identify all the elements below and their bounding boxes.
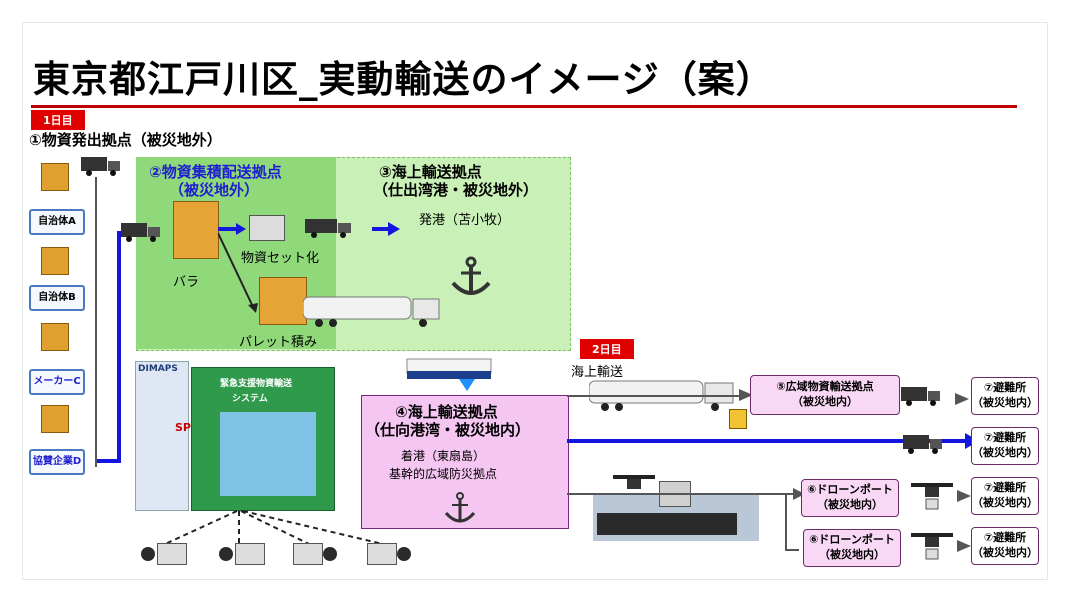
arrow-icon [739,389,753,401]
connector-line [785,493,787,551]
flow-line [97,459,119,463]
dimaps-logo: DIMAPS [138,364,178,374]
truck-icon [305,219,351,238]
shelter-box: ⑦避難所 （被災地内） [971,527,1039,565]
shelter-box: ⑦避難所 （被災地内） [971,477,1039,515]
slide: 東京都江戸川区_実動輸送のイメージ（案） 1日目 ①物資発出拠点（被災地外） ②… [22,22,1048,580]
day1-badge: 1日目 [31,110,85,130]
trailer-truck-icon [589,380,734,411]
flow-arrows [218,222,400,313]
drone-icon [911,533,953,560]
user-computer-icon [219,541,267,573]
hub5-title: ⑤広域物資輸送拠点 [776,380,874,393]
cardboard-box-icon [41,247,69,275]
droneport-subtitle: （被災地内） [819,548,885,561]
shelter-subtitle: （被災地内） [972,496,1038,509]
droneport-title: ⑥ドローンポート [807,483,893,496]
droneport-subtitle: （被災地内） [817,498,883,511]
source-B: 自治体B [29,285,85,311]
trailer-truck-icon [303,296,440,327]
shelter-subtitle: （被災地内） [972,396,1038,409]
boxes-stack-icon [173,201,219,259]
shelter-title: ⑦避難所 [983,381,1027,394]
hub3-title: ③海上輸送拠点 [379,163,482,181]
source-A: 自治体A [29,209,85,235]
system-title: 緊急支援物資輸送 [220,379,293,389]
pallet-label: パレット積み [239,335,318,350]
system-panel: 緊急支援物資輸送 システム [191,367,335,511]
user-computer-icon [293,541,341,573]
down-arrow-icon [459,379,475,391]
forklift-icon [729,409,747,429]
origin-heading: ①物資発出拠点（被災地外） [29,131,222,149]
hub5-box: ⑤広域物資輸送拠点 （被災地内） [750,375,900,415]
droneport-box: ⑥ドローンポート （被災地内） [803,529,901,567]
anchor-icon [451,256,491,295]
cardboard-box-icon [41,405,69,433]
arrow-icon [793,488,805,500]
hub4-box [361,395,569,529]
hub4-base: 基幹的広域防災拠点 [389,467,498,481]
hub4-port: 着港（東扇島） [401,449,486,463]
drone-icon [911,483,953,510]
drone-icon [613,475,655,489]
arrow-icon [957,540,971,552]
hub4-title: ④海上輸送拠点 [395,403,498,421]
anchor-icon [444,492,476,523]
shelter-subtitle: （被災地内） [972,446,1038,459]
system-diagram [220,412,316,496]
user-computer-icon [141,541,189,573]
sea-label: 海上輸送 [571,365,624,380]
truck-icon [903,435,942,454]
droneport-box: ⑥ドローンポート （被災地内） [801,479,899,517]
shelter-title: ⑦避難所 [983,431,1027,444]
arrow-icon [955,393,969,405]
day2-badge: 2日目 [580,339,634,359]
bara-label: バラ [173,275,200,290]
page-title: 東京都江戸川区_実動輸送のイメージ（案） [33,58,774,101]
system-subtitle: システム [232,394,268,404]
hub5-subtitle: （被災地内） [792,395,858,408]
shelter-subtitle: （被災地内） [972,546,1038,559]
user-computer-icon [367,541,415,573]
connector-line [567,395,747,397]
dimaps-panel: DIMAPS [135,361,189,511]
shelter-box: ⑦避難所 （被災地内） [971,427,1039,465]
hub3-port: 発港（苫小牧） [419,213,511,228]
source-C: メーカーC [29,369,85,395]
pallet-boxes-icon [259,277,307,325]
truck-icon [121,223,160,242]
hub3-subtitle: （仕出湾港・被災地外） [373,181,539,199]
arrow-icon [957,490,971,502]
ship-hull [597,513,737,535]
truck-icon [901,387,940,406]
source-D: 協賛企業D [29,449,85,475]
source-connector [95,177,97,467]
hub2-title: ②物資集積配送拠点 [149,163,282,181]
user-connectors [162,510,388,546]
connector-line [567,493,797,495]
shelter-title: ⑦避難所 [983,481,1027,494]
shelter-box: ⑦避難所 （被災地内） [971,377,1039,415]
hub4-subtitle: （仕向港湾・被災地内） [365,421,531,439]
cardboard-box-icon [41,163,69,191]
title-divider [31,105,1017,108]
flow-line [117,231,121,463]
droneport-title: ⑥ドローンポート [809,533,895,546]
connector-line [785,549,799,551]
hub2-subtitle: （被災地外） [169,181,260,199]
ferry-icon [406,358,492,379]
cardboard-box-icon [41,323,69,351]
truck-icon [81,157,120,176]
flow-line [567,439,969,443]
package-set-icon [249,215,285,241]
shelter-title: ⑦避難所 [983,531,1027,544]
set-label: 物資セット化 [241,251,320,266]
